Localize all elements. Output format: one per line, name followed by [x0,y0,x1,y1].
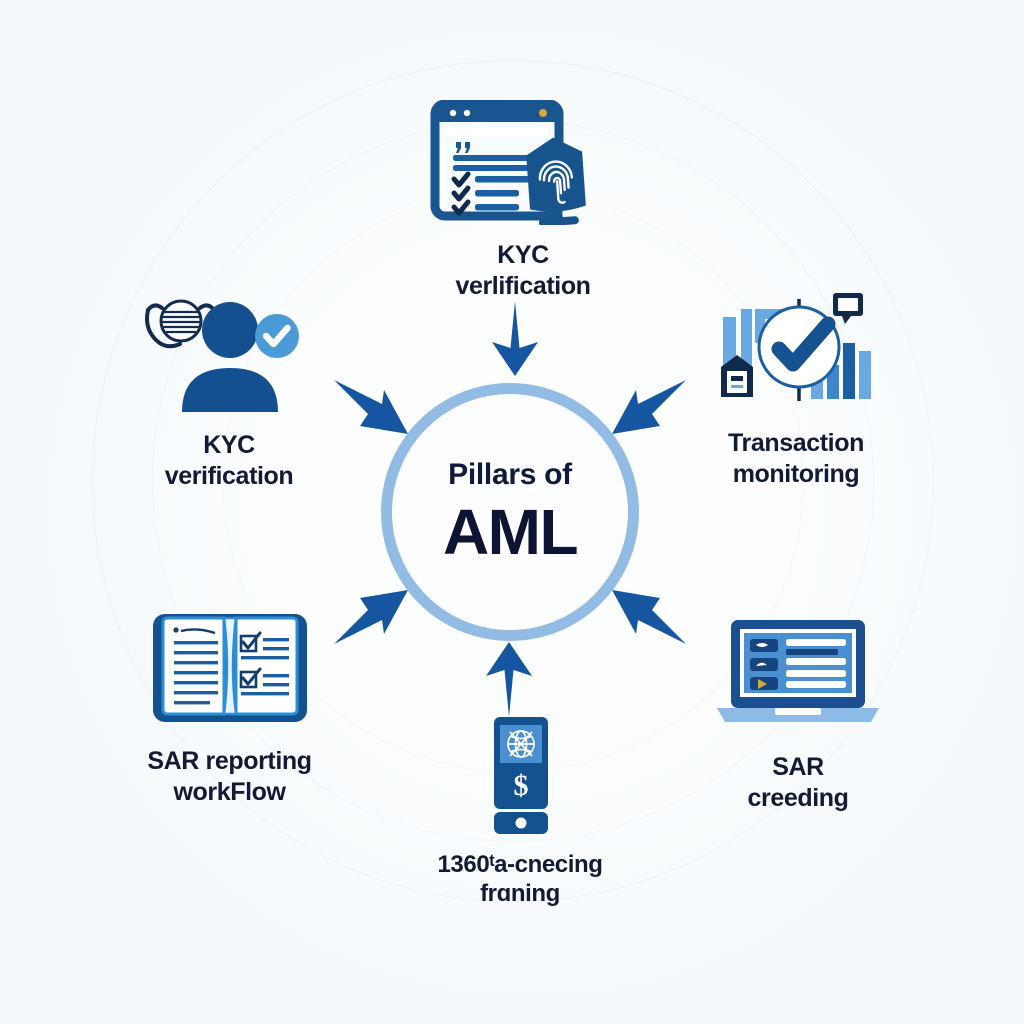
node-mobile-financing[interactable]: $ 1360ᵗa-cnecing frɑning [420,712,620,909]
person-verified-icon [144,282,314,422]
browser-window-fingerprint-icon [427,92,619,232]
arrow-lower-left-icon [334,590,408,644]
center-hub: Pillars of AML [381,383,639,641]
open-book-checklist-icon [145,598,315,738]
arrow-top-down-icon [492,301,538,376]
node-label: KYC verlification [455,241,591,300]
node-label: Transaction monitoring [728,429,864,488]
node-sar-creeding[interactable]: SAR creeding [703,604,893,813]
arrow-bottom-up-icon [486,642,532,717]
laptop-list-icon [713,604,883,744]
node-transaction-monitoring[interactable]: Transaction monitoring [700,280,892,489]
node-label: 1360ᵗa-cnecing frɑning [437,851,603,908]
bar-chart-magnifier-check-icon [711,280,881,420]
node-label: SAR reporting workFlow [147,747,312,806]
node-label: KYC verification [164,431,294,490]
node-kyc-verlification[interactable]: KYC verlification [427,92,619,301]
mobile-globe-dollar-icon: $ [420,712,620,842]
node-label: SAR creeding [747,753,849,812]
hub-title: AML [442,496,579,568]
svg-text:$: $ [514,769,529,802]
node-kyc-verification[interactable]: KYC verification [133,282,325,491]
hub-subtitle: Pillars of [448,458,572,491]
arrow-lower-right-icon [612,590,686,644]
arrow-upper-left-icon [334,380,408,434]
node-sar-reporting-workflow[interactable]: SAR reporting workFlow [132,598,327,807]
arrow-upper-right-icon [612,380,686,434]
